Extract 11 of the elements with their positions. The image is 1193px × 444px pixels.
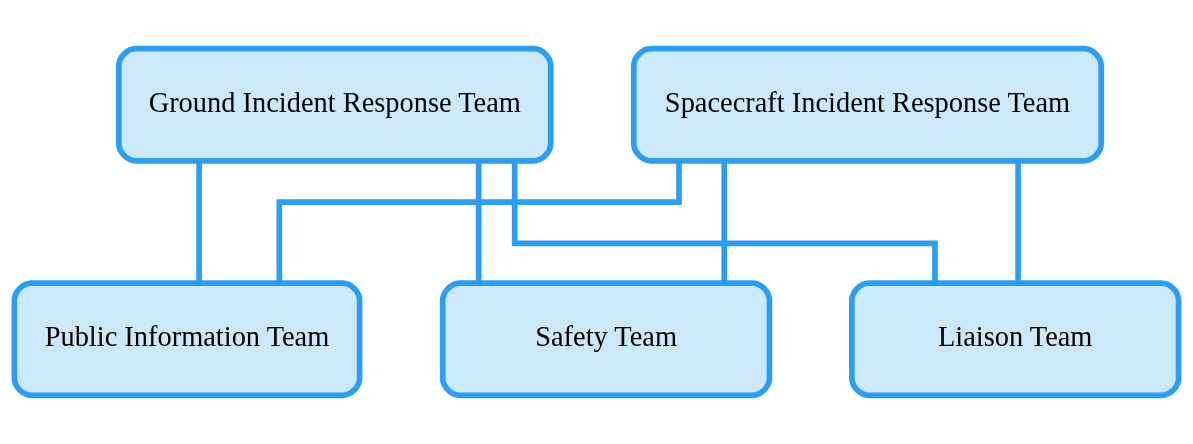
node-box: Liaison Team xyxy=(849,280,1182,399)
node-box: Ground Incident Response Team xyxy=(115,45,554,164)
connector xyxy=(196,160,202,283)
connector xyxy=(1015,160,1021,283)
node-box: Public Information Team xyxy=(11,280,363,399)
connector xyxy=(721,160,728,283)
node-box: Spacecraft Incident Response Team xyxy=(630,45,1104,164)
connector xyxy=(475,160,482,283)
node-box: Safety Team xyxy=(439,280,773,399)
connector xyxy=(511,161,938,283)
connector xyxy=(276,161,682,284)
